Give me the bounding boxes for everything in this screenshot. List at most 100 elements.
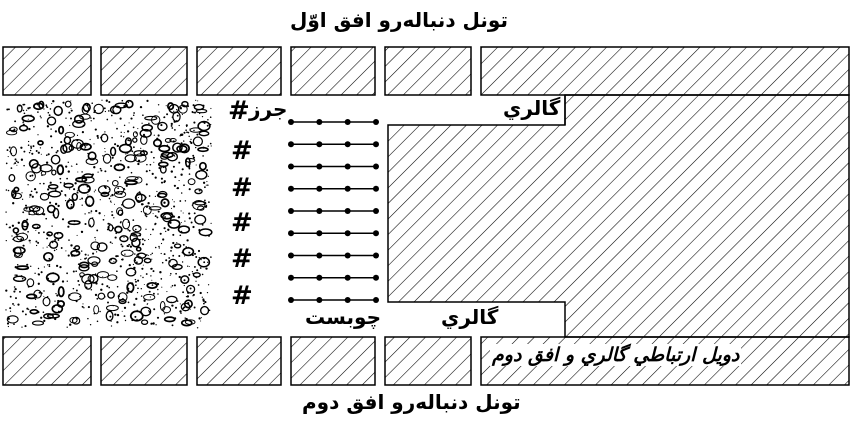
- rubble-pebble: [31, 163, 42, 174]
- rubble-speck: [137, 159, 141, 162]
- rubble-pebble: [97, 292, 106, 300]
- hash-symbol: #: [231, 208, 253, 238]
- rubble-speck: [16, 263, 19, 266]
- rubble-pebble: [93, 103, 104, 115]
- rubble-speck: [203, 261, 206, 264]
- rubble-speck: [90, 117, 92, 119]
- rubble-speck: [156, 190, 158, 193]
- rubble-speck: [128, 263, 131, 267]
- rubble-speck: [136, 292, 139, 294]
- timber-post: [288, 163, 294, 170]
- rubble-speck: [37, 111, 39, 113]
- hash-symbol: #: [231, 136, 253, 166]
- rubble-pebble: [176, 144, 188, 153]
- rubble-speck: [13, 304, 15, 306]
- rubble-pebble: [85, 157, 99, 166]
- rubble-speck: [132, 263, 135, 266]
- rubble-speck: [93, 143, 95, 145]
- rubble-speck: [146, 163, 148, 166]
- timber-post: [288, 141, 294, 148]
- rubble-pebble: [160, 198, 170, 208]
- rubble-speck: [37, 273, 41, 276]
- rubble-speck: [199, 267, 202, 269]
- rubble-speck: [121, 259, 123, 261]
- rubble-pebble: [189, 127, 202, 133]
- rubble-speck: [27, 118, 29, 120]
- rubble-speck: [208, 201, 210, 203]
- rubble-pebble: [194, 214, 207, 225]
- rubble-pebble: [74, 245, 81, 251]
- rubble-speck: [109, 200, 112, 202]
- rubble-speck: [179, 310, 182, 313]
- rubble-speck: [124, 319, 127, 322]
- rubble-pebble: [42, 296, 51, 307]
- rubble-speck: [156, 316, 160, 319]
- rubble-speck: [146, 99, 149, 102]
- rubble-speck: [47, 111, 50, 114]
- rubble-speck: [5, 309, 7, 311]
- rubble-speck: [37, 231, 40, 234]
- rubble-speck: [104, 110, 107, 113]
- rubble-speck: [54, 300, 56, 302]
- rubble-speck: [34, 272, 36, 275]
- rubble-pebble: [141, 124, 154, 132]
- rubble-speck: [49, 201, 52, 204]
- rubble-pebble: [132, 137, 138, 143]
- rubble-speck: [99, 167, 102, 170]
- rubble-speck: [7, 156, 9, 158]
- rubble-speck: [123, 132, 125, 134]
- rubble-speck: [140, 295, 143, 297]
- rubble-speck: [49, 108, 52, 110]
- rubble-pebble: [46, 204, 56, 214]
- rubble-speck: [47, 244, 50, 246]
- rubble-speck: [29, 242, 31, 244]
- rubble-pebble: [133, 150, 146, 157]
- rubble-speck: [154, 215, 157, 218]
- rubble-speck: [10, 167, 13, 169]
- rubble-speck: [116, 127, 118, 130]
- rubble-speck: [48, 257, 51, 260]
- rubble-speck: [188, 273, 191, 276]
- hash-symbol: #: [228, 96, 250, 126]
- rubble-speck: [92, 117, 95, 120]
- rubble-pebble: [168, 258, 178, 268]
- rubble-speck: [55, 292, 57, 295]
- rubble-speck: [67, 254, 70, 257]
- rubble-speck: [77, 280, 80, 282]
- rubble-speck: [47, 188, 50, 191]
- rubble-speck: [110, 165, 113, 167]
- rubble-pebble: [146, 281, 158, 289]
- rubble-speck: [69, 124, 71, 127]
- rubble-speck: [97, 171, 99, 173]
- rubble-speck: [5, 211, 7, 213]
- rubble-speck: [22, 103, 25, 106]
- rubble-speck: [111, 156, 114, 159]
- rubble-speck: [117, 187, 120, 190]
- rubble-speck: [67, 170, 70, 173]
- rubble-speck: [70, 244, 73, 247]
- rubble-speck: [171, 304, 174, 307]
- rubble-speck: [29, 265, 32, 268]
- rubble-speck: [183, 131, 186, 134]
- rubble-pebble: [162, 213, 172, 223]
- rubble-speck: [132, 114, 135, 117]
- rubble-speck: [79, 198, 81, 201]
- rubble-speck: [124, 253, 126, 255]
- rubble-speck: [188, 217, 191, 220]
- rubble-speck: [64, 193, 67, 196]
- rubble-speck: [110, 325, 113, 327]
- rubble-speck: [110, 201, 112, 204]
- rubble-pebble: [172, 111, 181, 123]
- rubble-speck: [186, 295, 190, 298]
- rubble-speck: [120, 131, 122, 134]
- rubble-speck: [143, 299, 146, 302]
- rubble-speck: [189, 140, 192, 143]
- rubble-speck: [123, 306, 127, 310]
- rubble-pebble: [53, 231, 64, 240]
- rubble-speck: [104, 215, 106, 217]
- rubble-speck: [157, 293, 159, 295]
- rubble-speck: [176, 242, 178, 244]
- timber-post: [373, 163, 379, 170]
- rubble-pebble: [129, 233, 138, 242]
- rubble-pebble: [181, 100, 189, 108]
